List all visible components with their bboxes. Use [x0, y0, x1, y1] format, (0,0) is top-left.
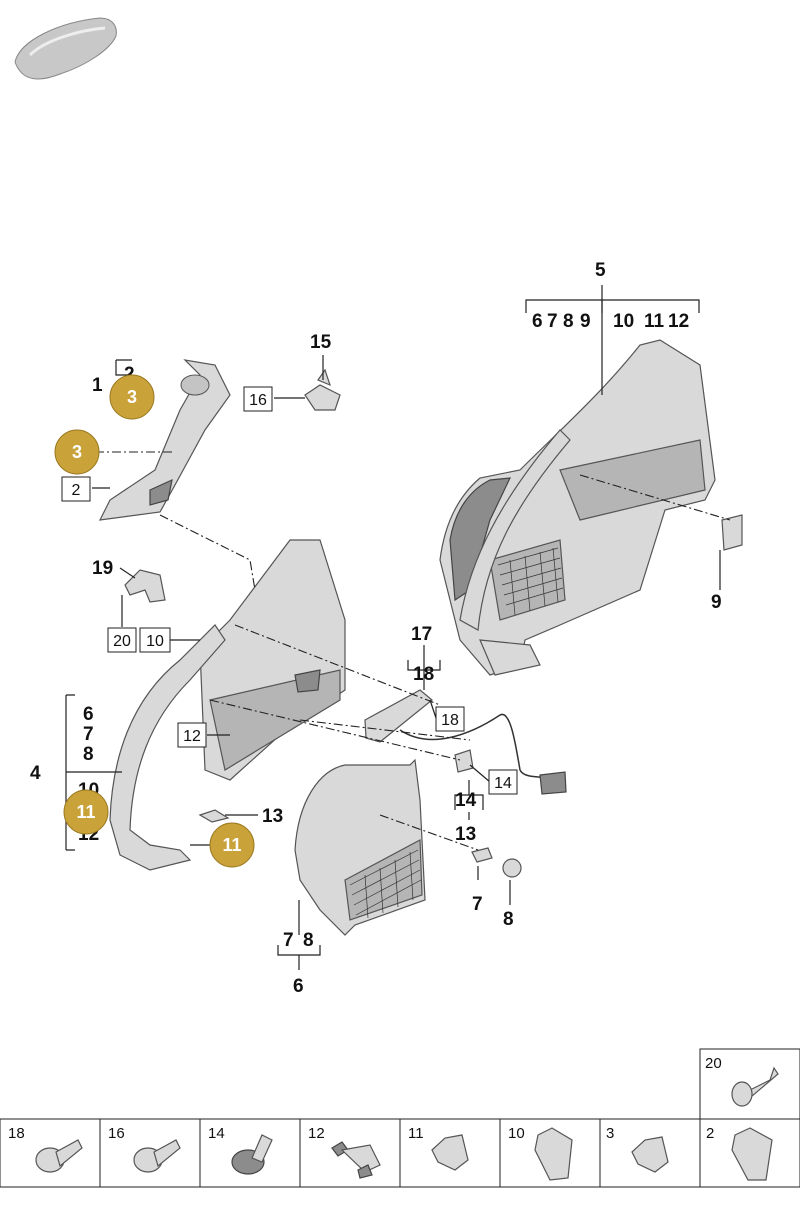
cover-panel-9 — [721, 514, 743, 551]
callout-6: 6 — [293, 976, 304, 997]
callout-15: 15 — [310, 332, 332, 353]
callout-9: 9 — [711, 592, 722, 613]
fastener-cell-10: 10 — [508, 1125, 525, 1142]
callout-5-sub-10: 10 — [613, 311, 634, 332]
callout-5-sub-7: 7 — [547, 311, 558, 332]
callout-1: 1 — [92, 375, 103, 396]
fastener-cell-11: 11 — [408, 1125, 424, 1142]
box-2: 2 — [61, 476, 91, 502]
box-18: 18 — [435, 706, 465, 732]
svg-text:3: 3 — [72, 442, 82, 462]
screw-14-icon — [231, 1134, 273, 1175]
box-14: 14 — [488, 769, 518, 795]
callout-4-sub-6: 6 — [83, 704, 94, 725]
screw-16-icon — [133, 1139, 181, 1173]
callout-5-sub-6: 6 — [532, 311, 543, 332]
callout-13-sub-14: 14 — [455, 790, 477, 811]
box-10: 10 — [139, 627, 171, 653]
callout-13: 13 — [455, 824, 476, 845]
callout-8: 8 — [503, 909, 514, 930]
vehicle-thumbnail — [14, 17, 117, 80]
cap-8 — [502, 858, 522, 878]
callout-17: 17 — [411, 624, 432, 645]
callout-4: 4 — [30, 763, 41, 784]
fastener-cells: 18 16 14 12 11 10 3 2 — [8, 1119, 773, 1187]
callout-17-sub-18: 18 — [413, 664, 434, 685]
callout-5-sub-11: 11 — [644, 311, 665, 332]
svg-text:3: 3 — [127, 387, 137, 407]
callout-7: 7 — [472, 894, 483, 915]
callout-5: 5 — [595, 260, 606, 281]
clip-11-icon — [431, 1134, 469, 1171]
clip-3-icon — [631, 1136, 669, 1173]
fastener-cell-3: 3 — [606, 1125, 614, 1142]
connector-14 — [454, 749, 474, 773]
fastener-cell-16: 16 — [108, 1125, 125, 1142]
clip-12-icon — [331, 1141, 381, 1179]
gold-marker-3-left: 3 — [54, 429, 100, 475]
fastener-cell-2: 2 — [706, 1125, 714, 1142]
callout-6-sub-7: 7 — [283, 930, 294, 951]
storage-box — [294, 758, 426, 936]
svg-text:16: 16 — [249, 392, 267, 409]
fastener-cell-20: 20 — [699, 1048, 800, 1120]
svg-text:10: 10 — [146, 633, 164, 650]
gold-marker-11-bottom: 11 — [209, 822, 255, 868]
callout-2: 2 — [124, 364, 135, 385]
boxed-labels: 16 2 20 10 12 18 14 — [61, 386, 518, 795]
callout-13-left: 13 — [262, 806, 283, 827]
fastener-cell-18: 18 — [8, 1125, 25, 1142]
callout-4-sub-7: 7 — [83, 724, 94, 745]
callout-19: 19 — [92, 558, 113, 579]
callout-5-sub-9: 9 — [580, 311, 591, 332]
svg-text:20: 20 — [113, 633, 131, 650]
fastener-table: 20 18 16 14 12 11 10 3 2 — [0, 1048, 800, 1188]
clip-10-icon — [534, 1127, 573, 1181]
svg-text:20: 20 — [705, 1055, 722, 1072]
gold-markers: 3 3 11 11 — [54, 374, 255, 868]
left-side-trim-panel — [109, 539, 346, 871]
svg-text:11: 11 — [222, 835, 241, 855]
clip-2-icon — [731, 1127, 773, 1181]
leader-lines — [65, 285, 731, 970]
gold-marker-11-left: 11 — [63, 789, 109, 835]
gold-marker-3-top: 3 — [109, 374, 155, 420]
bolt-7 — [471, 847, 493, 863]
upper-pillar-trim — [98, 359, 231, 521]
fastener-cell-14: 14 — [208, 1125, 225, 1142]
right-side-trim-panel — [439, 339, 716, 676]
box-16: 16 — [243, 386, 273, 412]
svg-text:2: 2 — [72, 482, 81, 499]
luggage-lamp-17 — [364, 689, 567, 795]
callout-6-sub-8: 8 — [303, 930, 314, 951]
callout-4-sub-8: 8 — [83, 744, 94, 765]
clip-13 — [198, 809, 230, 823]
svg-text:11: 11 — [76, 802, 95, 822]
svg-text:14: 14 — [494, 775, 512, 792]
box-12: 12 — [177, 722, 207, 748]
clip-15 — [304, 368, 341, 411]
callout-5-sub-12: 12 — [668, 311, 689, 332]
box-20: 20 — [107, 627, 137, 653]
callout-5-sub-8: 8 — [563, 311, 574, 332]
svg-text:12: 12 — [183, 728, 201, 745]
svg-text:18: 18 — [441, 712, 459, 729]
screw-18-icon — [35, 1139, 83, 1173]
fastener-cell-12: 12 — [308, 1125, 325, 1142]
